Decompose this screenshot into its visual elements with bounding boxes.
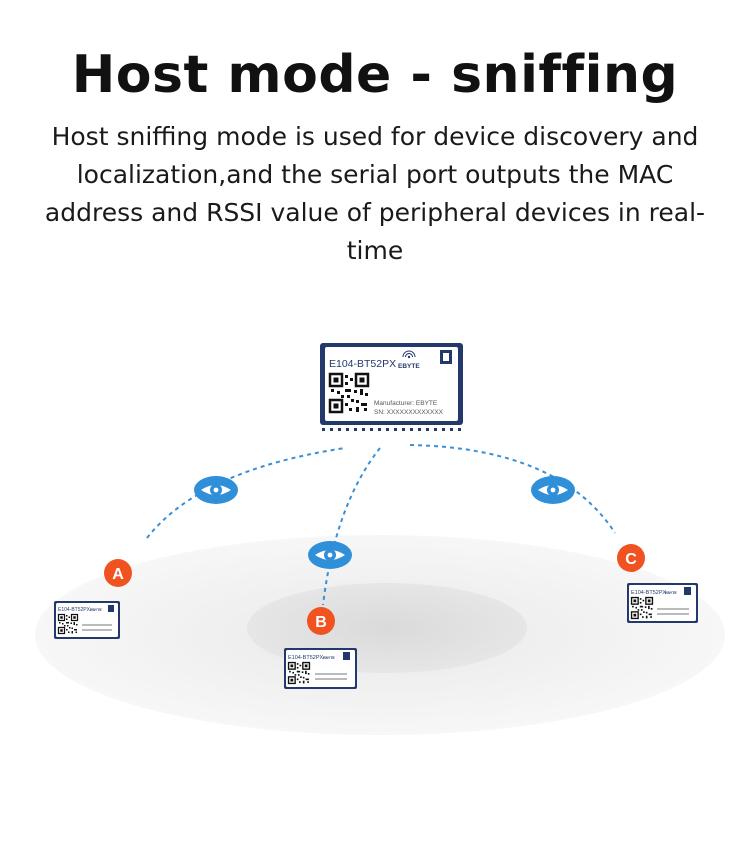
- badge-c: C: [617, 544, 645, 572]
- badge-a: A: [104, 559, 132, 587]
- peripheral-module-c: E104-BT52PX EBYTE: [627, 583, 698, 623]
- peripheral-a-model: E104-BT52PX: [58, 607, 91, 613]
- qr-code-icon: [630, 596, 654, 620]
- peripheral-b-brand: EBYTE: [323, 656, 335, 660]
- page-subtitle: Host sniffing mode is used for device di…: [44, 122, 706, 265]
- eye-icon: [194, 476, 238, 504]
- peripheral-c-brand: EBYTE: [665, 591, 677, 595]
- antenna-icon: [402, 350, 416, 359]
- qr-code-icon: [57, 613, 79, 635]
- badge-b: B: [307, 607, 335, 635]
- host-brand-label: EBYTE: [398, 363, 420, 370]
- eye-icon: [531, 476, 575, 504]
- peripheral-c-model: E104-BT52PX: [631, 590, 666, 596]
- page-title: Host mode - sniffing: [71, 45, 679, 105]
- badge-b-label: B: [315, 614, 327, 631]
- badge-a-label: A: [112, 566, 124, 583]
- host-manufacturer-label: Manufacturer: EBYTE: [374, 400, 438, 407]
- qr-code-icon: [327, 371, 371, 415]
- badge-c-label: C: [625, 551, 637, 568]
- signal-path-c: [409, 444, 616, 534]
- host-model-label: E104-BT52PX: [329, 358, 396, 370]
- signal-paths: [146, 444, 616, 606]
- host-module: E104-BT52PX EBYTE Manufacturer: EBYTE SN…: [320, 343, 463, 431]
- eye-icon: [308, 541, 352, 569]
- peripheral-module-b: E104-BT52PX EBYTE: [284, 648, 357, 689]
- host-sn-label: SN: XXXXXXXXXXXXX: [374, 409, 444, 416]
- peripheral-module-a: E104-BT52PX EBYTE: [54, 601, 120, 639]
- peripheral-a-brand: EBYTE: [90, 608, 102, 612]
- peripheral-b-model: E104-BT52PX: [288, 655, 323, 661]
- signal-path-b: [322, 447, 381, 606]
- signal-path-a: [146, 447, 346, 539]
- qr-code-icon: [287, 661, 311, 685]
- castellated-pins: [322, 428, 461, 431]
